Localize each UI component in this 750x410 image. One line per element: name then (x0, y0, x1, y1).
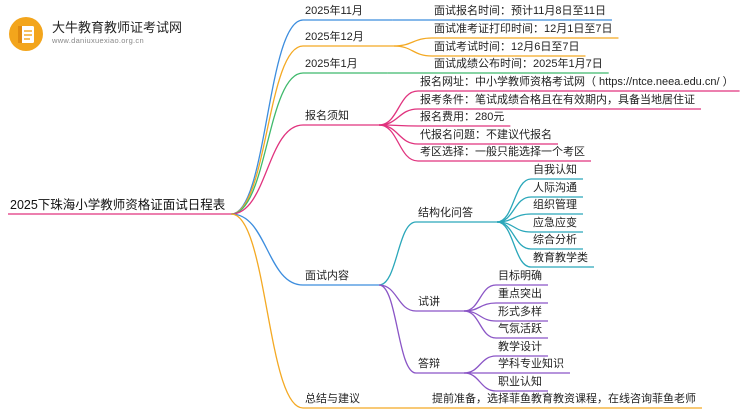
leaf-dec-1: 面试考试时间：12月6日至7日 (434, 41, 580, 53)
branch-reg: 报名须知 (305, 110, 349, 122)
logo-title: 大牛教育教师证考试网 (52, 20, 183, 35)
leaf-structured-4: 综合分析 (533, 234, 577, 246)
leaf-structured-2: 组织管理 (533, 199, 577, 211)
leaf-defense-0: 教学设计 (498, 341, 542, 353)
branch-summary: 总结与建议 (305, 393, 360, 405)
leaf-structured-0: 自我认知 (533, 164, 577, 176)
logo-url: www.daniuxuexiao.org.cn (52, 36, 144, 45)
leaf-reg-0: 报名网址：中小学教师资格考试网（ https://ntce.neea.edu.c… (420, 76, 734, 88)
leaf-reg-2: 报名费用：280元 (420, 111, 505, 123)
leaf-lecture-0: 目标明确 (498, 270, 542, 282)
leaf-reg-4: 考区选择：一般只能选择一个考区 (420, 146, 585, 158)
leaf-dec-0: 面试准考证打印时间：12月1日至7日 (434, 23, 613, 35)
connector-branch-dec (231, 45, 304, 215)
leaf-lecture-2: 形式多样 (498, 306, 542, 318)
branch-nov: 2025年11月 (305, 5, 363, 17)
leaf-lecture-1: 重点突出 (498, 288, 542, 300)
connector-leaf-dec-0 (393, 37, 433, 47)
connector-branch-reg (231, 124, 304, 215)
branch-content: 面试内容 (305, 270, 349, 282)
connector-leaf-reg-1 (378, 108, 419, 126)
connector-leaf-lecture-3 (463, 310, 497, 339)
leaf-summary-0: 提前准备，选择菲鱼教育教资课程，在线咨询菲鱼老师 (432, 393, 696, 405)
sub-defense: 答辩 (418, 358, 440, 370)
connector-leaf-reg-3 (378, 124, 419, 145)
leaf-nov-0: 面试报名时间：预计11月8日至11日 (434, 5, 606, 17)
connector-branch-summary (231, 213, 304, 409)
leaf-structured-1: 人际沟通 (533, 182, 577, 194)
root-topic: 2025下珠海小学教师资格证面试日程表 (10, 198, 226, 212)
leaf-structured-3: 应急应变 (533, 217, 577, 229)
sub-lecture: 试讲 (418, 296, 440, 308)
connector-leaf-structured-0 (496, 178, 532, 223)
leaf-lecture-3: 气氛活跃 (498, 323, 542, 335)
connector-sub-defense (378, 284, 417, 374)
leaf-jan-0: 面试成绩公布时间：2025年1月7日 (434, 58, 603, 70)
connector-leaf-reg-4 (378, 124, 419, 162)
leaf-defense-1: 学科专业知识 (498, 358, 564, 370)
leaf-reg-1: 报考条件：笔试成绩合格且在有效期内，具备当地居住证 (420, 94, 695, 106)
branch-jan: 2025年1月 (305, 58, 358, 70)
connector-leaf-structured-5 (496, 221, 532, 268)
connector-branch-nov (231, 19, 304, 215)
connector-leaf-dec-1 (393, 45, 433, 57)
sub-structured: 结构化问答 (418, 207, 473, 219)
connector-leaf-defense-2 (463, 372, 497, 392)
leaf-reg-3: 代报名问题：不建议代报名 (420, 129, 552, 141)
branch-dec: 2025年12月 (305, 31, 364, 43)
connector-sub-structured (378, 221, 417, 286)
site-logo: 大牛教育教师证考试网 www.daniuxuexiao.org.cn (8, 14, 258, 54)
connector-sub-lecture (378, 284, 417, 312)
connector-branch-content (231, 213, 304, 286)
connector-branch-jan (231, 72, 304, 215)
leaf-structured-5: 教育教学类 (533, 252, 588, 264)
book-icon (9, 17, 43, 51)
leaf-defense-2: 职业认知 (498, 376, 542, 388)
connector-leaf-reg-0 (378, 90, 419, 126)
connector-leaf-defense-0 (463, 355, 497, 374)
